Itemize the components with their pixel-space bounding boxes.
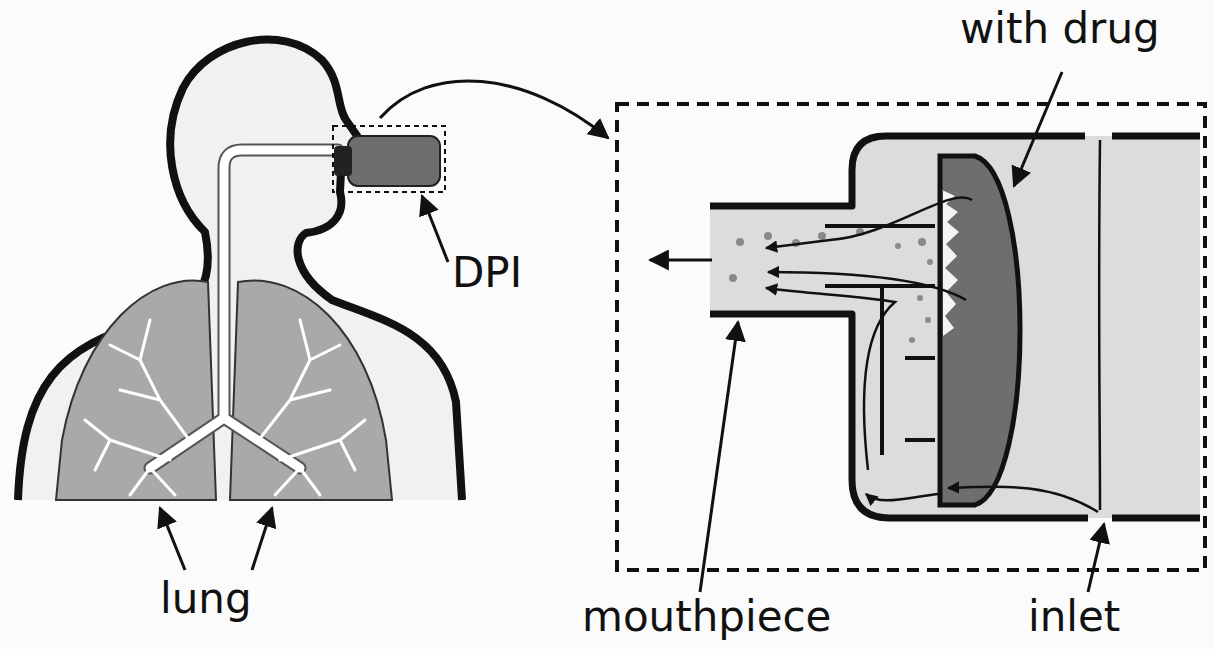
organ-label: lung [160,576,252,622]
internal-plate [825,226,935,455]
housing-interior [852,136,1200,518]
part-label: inlet [1028,594,1120,640]
drug-cup [940,156,1020,505]
zoom-arrow [380,81,608,138]
airway [85,150,365,495]
left-lung [56,280,216,500]
part-label: DPI [452,250,522,296]
mouthpiece-bore [710,208,855,312]
part-label: with drug [960,6,1160,52]
leader-line [160,72,1104,592]
housing-wall [710,136,1200,518]
zoom-frame [333,126,445,192]
zoom-panel [617,104,1205,570]
flow-line [650,140,1100,512]
dpi-device [348,136,440,186]
part-label: mouthpiece [582,594,831,640]
body-outline [18,40,462,500]
right-lung [230,280,392,500]
mouth-piece-small [334,146,352,176]
drug-powder [942,190,959,336]
drug-particle [729,228,933,343]
